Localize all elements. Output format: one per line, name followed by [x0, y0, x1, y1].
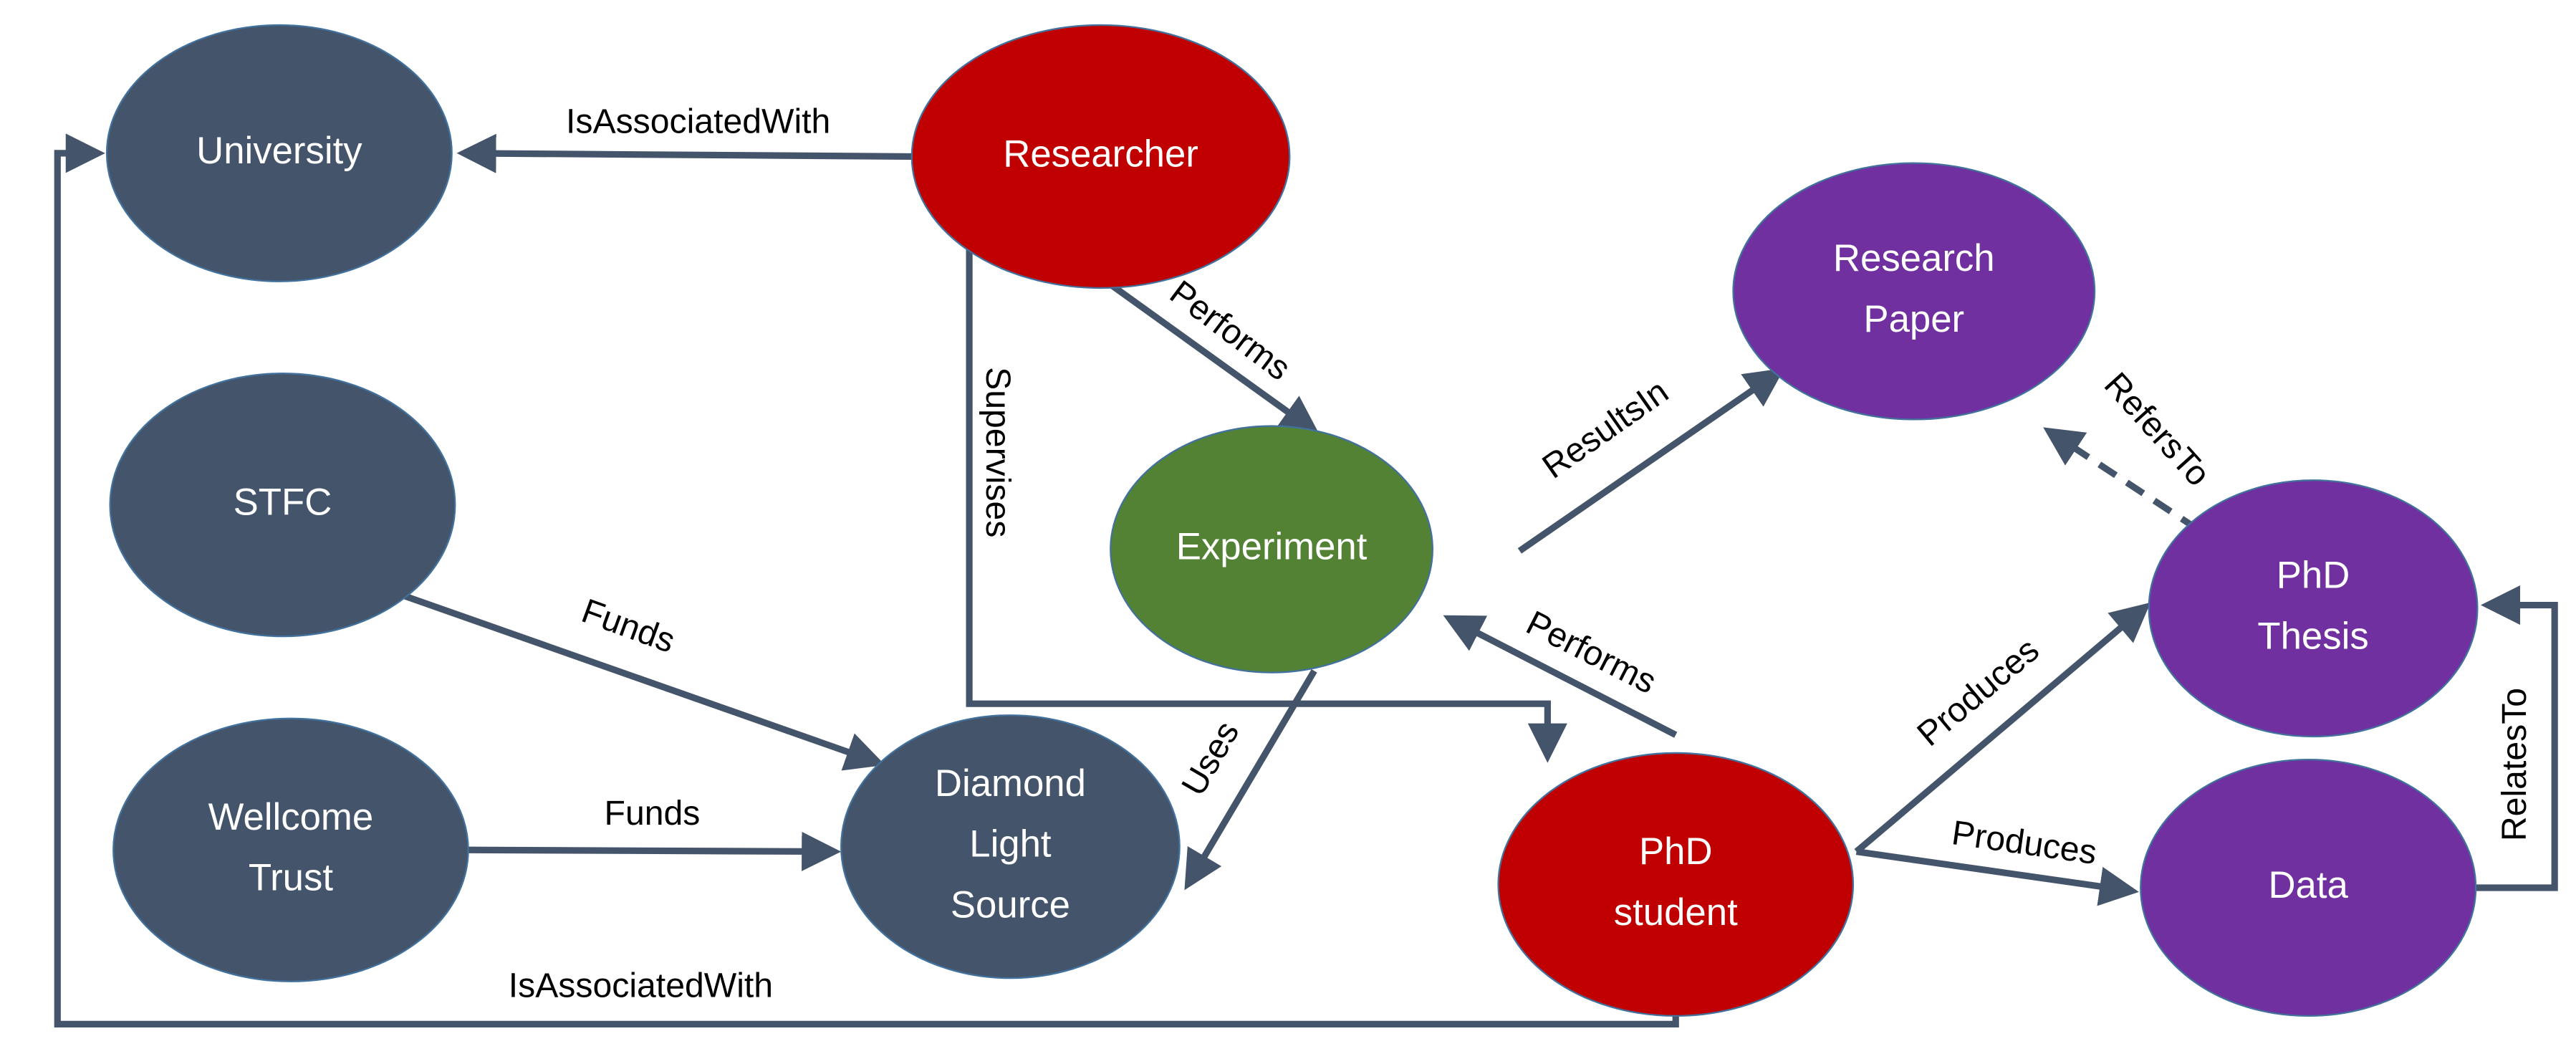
- edge-stfc-diamond: [401, 592, 885, 771]
- edge-student-data: [1855, 848, 2139, 906]
- edge-label-researcher-university: IsAssociatedWith: [566, 102, 830, 140]
- node-label: Research: [1833, 237, 1995, 279]
- node-label: PhD: [2277, 555, 2350, 597]
- node-phd-student: PhD student: [1497, 752, 1855, 1017]
- node-label: Diamond: [935, 762, 1086, 805]
- edge-researcher-university: [456, 133, 912, 173]
- node-ellipse: [840, 714, 1181, 979]
- edge-wellcome-diamond: [468, 831, 842, 871]
- node-label: Wellcome: [208, 796, 374, 838]
- node-researcher: Researcher: [910, 24, 1291, 289]
- edge-data-thesis: [2472, 585, 2558, 891]
- node-phd-thesis: PhD Thesis: [2148, 479, 2479, 738]
- node-ellipse: [105, 24, 453, 282]
- edge-student-thesis: [1854, 602, 2151, 855]
- node-ellipse: [1110, 425, 1433, 674]
- node-label: Researcher: [1003, 133, 1198, 175]
- edge-experiment-paper: [1517, 368, 1785, 554]
- node-ellipse: [1497, 752, 1855, 1017]
- node-ellipse: [1732, 162, 2096, 421]
- node-ellipse: [2148, 479, 2479, 738]
- node-label: Trust: [249, 857, 334, 899]
- node-ellipse: [109, 373, 456, 638]
- edge-label-student-data: Produces: [1949, 813, 2099, 872]
- node-label: STFC: [234, 481, 332, 524]
- node-label: PhD: [1639, 830, 1713, 873]
- node-ellipse: [2140, 758, 2477, 1017]
- node-university: University: [105, 24, 453, 282]
- node-label: student: [1614, 891, 1738, 934]
- edge-thesis-paper: [2043, 427, 2201, 532]
- edge-researcher-experiment: [1102, 277, 1320, 435]
- node-experiment: Experiment: [1110, 425, 1433, 674]
- node-stfc: STFC: [109, 373, 456, 638]
- node-label: Thesis: [2257, 615, 2368, 658]
- edge-label-student-experiment: Performs: [1520, 603, 1663, 701]
- edge-label-data-thesis: RelatesTo: [2495, 688, 2534, 841]
- edge-label-experiment-diamond: Uses: [1174, 714, 1247, 802]
- edge-student-experiment: [1443, 615, 1678, 738]
- node-data: Data: [2140, 758, 2477, 1017]
- node-label: Paper: [1863, 298, 1964, 340]
- edge-label-wellcome-diamond: Funds: [605, 794, 701, 833]
- node-label: Source: [951, 883, 1070, 926]
- edge-researcher-student: [966, 239, 1567, 763]
- edge-label-student-university: IsAssociatedWith: [509, 967, 773, 1005]
- node-label: Light: [969, 823, 1052, 866]
- node-ellipse: [910, 24, 1291, 289]
- node-ellipse: [112, 717, 469, 982]
- node-label: University: [196, 130, 362, 172]
- node-label: Data: [2268, 864, 2348, 906]
- node-label: Experiment: [1176, 526, 1368, 568]
- edge-label-stfc-diamond: Funds: [577, 591, 680, 661]
- edge-label-experiment-paper: ResultsIn: [1535, 372, 1675, 486]
- edge-label-researcher-student: Supervises: [979, 367, 1017, 537]
- edge-label-student-thesis: Produces: [1910, 631, 2047, 754]
- edge-experiment-diamond: [1184, 668, 1317, 891]
